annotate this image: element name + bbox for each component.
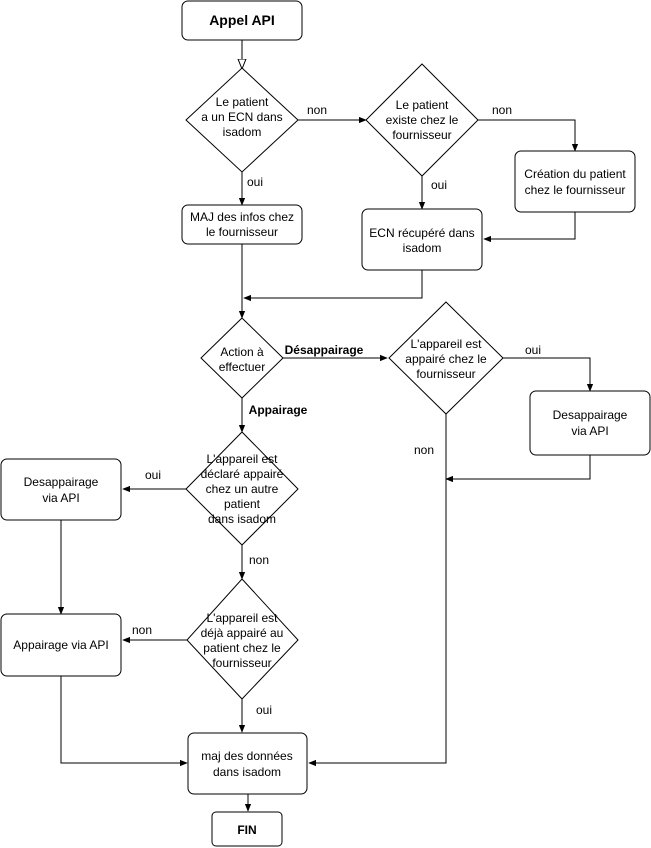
maj-infos-node <box>181 204 303 245</box>
deja-line-4: fournisseur <box>212 656 271 670</box>
decision-deja-appaire <box>186 578 299 700</box>
d2-line-3: fournisseur <box>392 128 451 142</box>
end-node <box>211 811 283 847</box>
edge-d2-to-create <box>478 119 579 152</box>
appaire-line-3: fournisseur <box>416 367 475 381</box>
action-line-2: effectuer <box>219 360 265 374</box>
edge-label-appairage: Appairage <box>249 403 308 417</box>
decision-action <box>200 317 284 399</box>
action-line-1: Action à <box>220 345 264 359</box>
maj-infos-line-1: MAJ des infos chez <box>190 210 294 224</box>
edge-label-declare-oui: oui <box>145 468 161 482</box>
edge-appaire-non <box>308 414 447 767</box>
declare-line-3: chez un autre <box>206 482 279 496</box>
edge-label-d1-oui: oui <box>247 175 263 189</box>
deja-line-3: patient chez le <box>203 641 281 655</box>
desappairage-left-node <box>0 458 122 521</box>
decision-appaire-fournisseur <box>388 301 504 415</box>
desapp-right-line-2: via API <box>571 424 608 438</box>
edge-label-d1-non: non <box>307 103 327 117</box>
maj-donnees-line-2: dans isadom <box>213 765 281 779</box>
maj-donnees-line-1: maj des données <box>201 749 292 763</box>
d2-line-1: Le patient <box>396 98 449 112</box>
d1-line-3: isadom <box>223 125 262 139</box>
edge-label-d2-oui: oui <box>431 178 447 192</box>
d1-line-1: Le patient <box>216 95 269 109</box>
edge-appairage-to-maj <box>60 676 188 767</box>
desapp-left-line-2: via API <box>42 491 79 505</box>
declare-line-2: déclaré appairé <box>201 467 284 481</box>
maj-infos-line-2: le fournisseur <box>206 225 278 239</box>
create-patient-node <box>514 150 636 213</box>
edge-label-deja-oui: oui <box>256 703 272 717</box>
decision-has-ecn <box>185 67 299 173</box>
desappairage-right-node <box>529 390 651 456</box>
edge-label-declare-non: non <box>249 553 269 567</box>
edge-label-deja-non: non <box>132 623 152 637</box>
declare-line-1: L'appareil est <box>206 452 278 466</box>
d2-line-2: existe chez le <box>386 113 459 127</box>
edge-label-appaire-non: non <box>414 443 434 457</box>
deja-line-2: déjà appairé au <box>201 626 284 640</box>
edge-desapp-to-merge <box>445 455 591 483</box>
edge-label-d2-non: non <box>492 103 512 117</box>
desapp-left-line-1: Desappairage <box>24 475 99 489</box>
edges <box>57 40 594 812</box>
start-node <box>181 0 303 41</box>
appaire-line-1: L'appareil est <box>410 337 482 351</box>
create-line-1: Création du patient <box>524 167 626 181</box>
desapp-right-line-1: Desappairage <box>553 408 628 422</box>
edge-labels: non non oui oui Désappairage Appairage o… <box>132 103 541 717</box>
start-label: Appel API <box>209 12 275 28</box>
appairage-label: Appairage via API <box>13 638 108 652</box>
end-label: FIN <box>237 823 256 837</box>
node-labels: Appel API Le patient a un ECN dans isado… <box>13 12 627 837</box>
declare-line-5: dans isadom <box>208 512 276 526</box>
create-line-2: chez le fournisseur <box>525 183 626 197</box>
declare-line-4: patient <box>224 497 261 511</box>
decision-declare-autre-patient <box>185 431 299 546</box>
edge-create-to-ecn <box>483 212 576 243</box>
appairage-node <box>0 613 122 677</box>
ecn-line-2: isadom <box>403 241 442 255</box>
d1-line-2: a un ECN dans <box>201 110 282 124</box>
edge-appaire-to-desapp <box>503 357 594 392</box>
appaire-line-2: appairé chez le <box>405 352 487 366</box>
maj-donnees-node <box>187 732 308 795</box>
edge-label-appaire-oui: oui <box>525 343 541 357</box>
decision-patient-exists <box>365 63 479 177</box>
ecn-recupere-node <box>361 208 483 271</box>
edge-ecn-to-merge <box>243 270 423 302</box>
deja-line-1: L'appareil est <box>206 611 278 625</box>
edge-label-desappairage: Désappairage <box>285 343 364 357</box>
ecn-line-1: ECN récupéré dans <box>369 226 474 240</box>
